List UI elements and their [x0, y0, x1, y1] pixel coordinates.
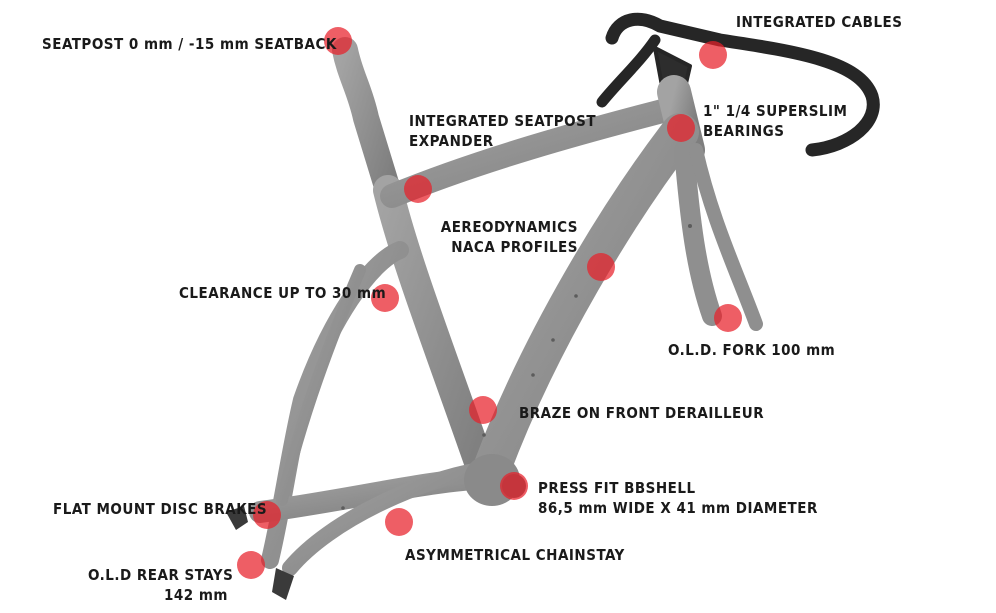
- marker-cables: [699, 41, 727, 69]
- label-disc-text: FLAT MOUNT DISC BRAKES: [53, 500, 268, 518]
- label-clearance: CLEARANCE UP TO 30 mm: [179, 283, 386, 303]
- marker-clearance: [371, 284, 399, 312]
- label-bbshell: PRESS FIT BBSHELL 86,5 mm WIDE X 41 mm D…: [538, 478, 818, 518]
- marker-bbshell: [500, 472, 528, 500]
- marker-disc: [253, 501, 281, 529]
- label-disc: FLAT MOUNT DISC BRAKES: [53, 499, 267, 519]
- label-bearings-line1: 1" 1/4 SUPERSLIM: [703, 102, 848, 120]
- label-aero: AEREODYNAMICS NACA PROFILES: [432, 217, 578, 257]
- label-clearance-text: CLEARANCE UP TO 30 mm: [179, 284, 387, 302]
- label-rearstays: O.L.D REAR STAYS 142 mm: [88, 565, 234, 605]
- label-expander-line1: INTEGRATED SEATPOST: [409, 112, 597, 130]
- label-rearstays-line2: 142 mm: [164, 586, 228, 604]
- marker-seatpost: [324, 27, 352, 55]
- label-cables-text: INTEGRATED CABLES: [736, 13, 903, 31]
- feature-markers: [237, 27, 742, 579]
- marker-rearstays: [237, 551, 265, 579]
- label-seatpost: SEATPOST 0 mm / -15 mm SEATBACK: [42, 34, 337, 54]
- marker-aero: [587, 253, 615, 281]
- label-rearstays-line1: O.L.D REAR STAYS: [88, 566, 234, 584]
- label-chainstay: ASYMMETRICAL CHAINSTAY: [405, 545, 625, 565]
- label-expander-line2: EXPANDER: [409, 132, 494, 150]
- label-aero-line1: AEREODYNAMICS: [440, 218, 578, 236]
- label-fork-text: O.L.D. FORK 100 mm: [668, 341, 836, 359]
- label-bbshell-line2: 86,5 mm WIDE X 41 mm DIAMETER: [538, 499, 818, 517]
- label-derailleur-text: BRAZE ON FRONT DERAILLEUR: [519, 404, 765, 422]
- label-fork: O.L.D. FORK 100 mm: [668, 340, 835, 360]
- marker-derailleur: [469, 396, 497, 424]
- label-bearings-line2: BEARINGS: [703, 122, 785, 140]
- label-seatpost-text: SEATPOST 0 mm / -15 mm SEATBACK: [42, 35, 337, 53]
- rear-dropouts: [226, 506, 294, 600]
- frame-tubes: [249, 37, 705, 576]
- braze-on-dots: [341, 224, 692, 510]
- label-bbshell-line1: PRESS FIT BBSHELL: [538, 479, 696, 497]
- label-derailleur: BRAZE ON FRONT DERAILLEUR: [519, 403, 764, 423]
- label-bearings: 1" 1/4 SUPERSLIM BEARINGS: [703, 101, 847, 141]
- marker-chainstay: [385, 508, 413, 536]
- fork: [674, 140, 763, 331]
- marker-fork: [714, 304, 742, 332]
- label-expander: INTEGRATED SEATPOST EXPANDER: [409, 111, 596, 151]
- label-aero-line2: NACA PROFILES: [451, 238, 578, 256]
- label-cables: INTEGRATED CABLES: [736, 12, 902, 32]
- label-chainstay-text: ASYMMETRICAL CHAINSTAY: [405, 546, 625, 564]
- marker-expander: [404, 175, 432, 203]
- marker-bearings: [667, 114, 695, 142]
